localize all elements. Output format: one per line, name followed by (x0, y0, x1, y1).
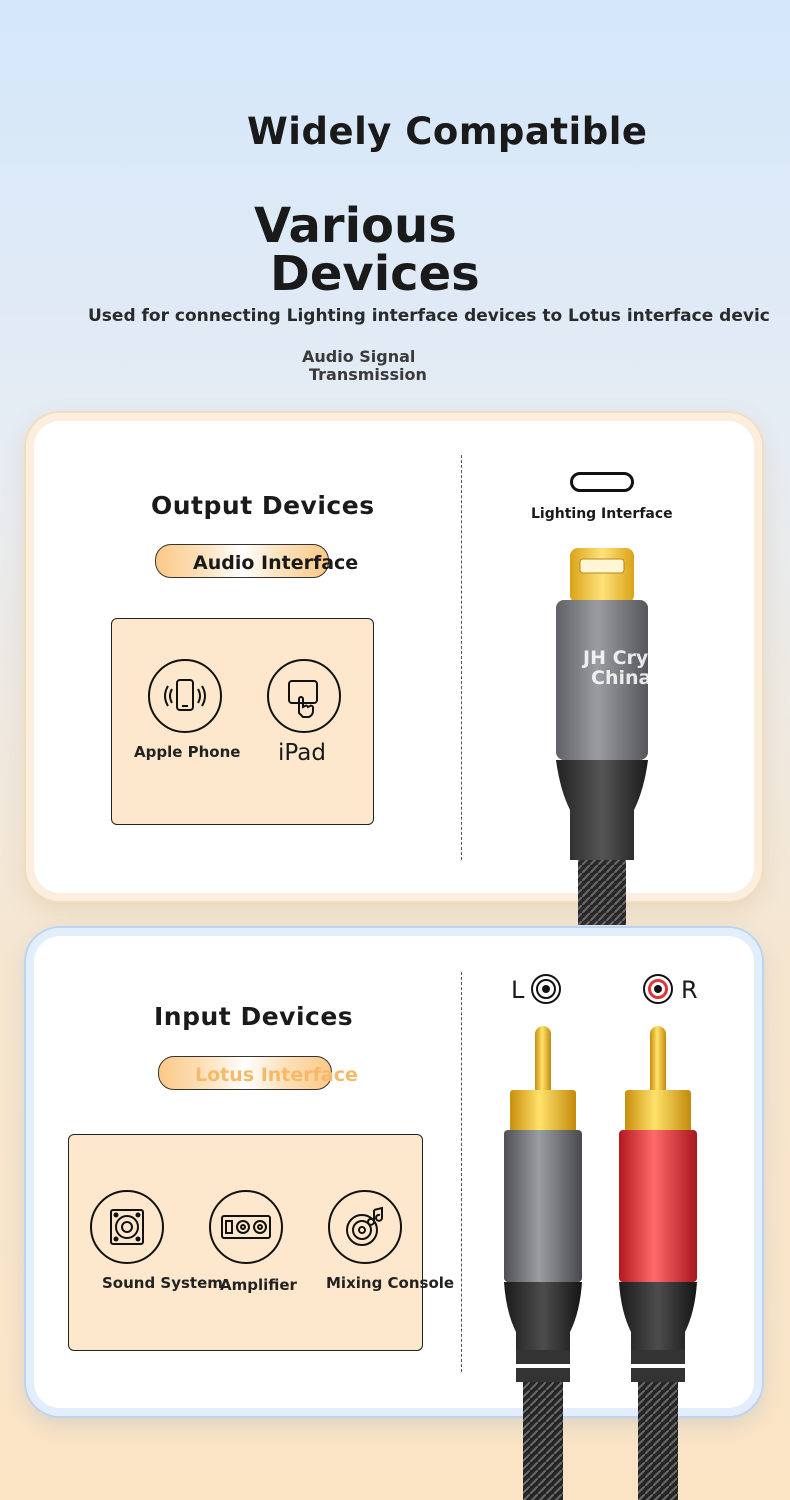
device-label-sound-system: Sound System (102, 1274, 223, 1292)
ipad-touch-icon (267, 659, 341, 733)
lightning-cable-illustration (556, 548, 648, 925)
subtitle: Used for connecting Lighting interface d… (88, 306, 770, 326)
left-channel-jack-icon (531, 974, 561, 1004)
device-label-ipad: iPad (278, 740, 326, 766)
music-disc-icon (328, 1190, 402, 1264)
headline-various: Various (254, 198, 457, 254)
output-title: Output Devices (151, 491, 375, 520)
device-label-apple-phone: Apple Phone (134, 743, 241, 761)
signal-label-line2: Transmission (309, 365, 427, 384)
right-channel-label: R (681, 976, 698, 1004)
page-title: Widely Compatible (247, 110, 648, 153)
watermark-line2: China (591, 667, 652, 689)
signal-label-line1: Audio Signal (302, 347, 416, 366)
input-divider (461, 972, 462, 1372)
speaker-icon (90, 1190, 164, 1264)
headline-devices: Devices (270, 246, 480, 302)
audio-interface-label: Audio Interface (193, 552, 359, 574)
audio-interface-pill (155, 544, 329, 578)
device-label-mixing-console: Mixing Console (326, 1274, 455, 1292)
amplifier-icon (209, 1190, 283, 1264)
lighting-interface-label: Lighting Interface (531, 506, 673, 522)
output-device-box (111, 618, 374, 825)
lotus-interface-label: Lotus Interface (195, 1064, 358, 1086)
device-label-amplifier: Amplifier (220, 1276, 297, 1294)
left-channel-label: L (511, 976, 525, 1004)
input-title: Input Devices (154, 1002, 354, 1031)
output-divider (461, 455, 462, 860)
phone-icon (148, 659, 222, 733)
rca-cable-left (504, 1026, 582, 1500)
lotus-interface-pill (158, 1056, 332, 1090)
watermark-line1: JH Crystal (583, 647, 689, 669)
right-channel-jack-icon (643, 974, 673, 1004)
lightning-port-icon (570, 472, 634, 492)
rca-cable-right (619, 1026, 697, 1500)
